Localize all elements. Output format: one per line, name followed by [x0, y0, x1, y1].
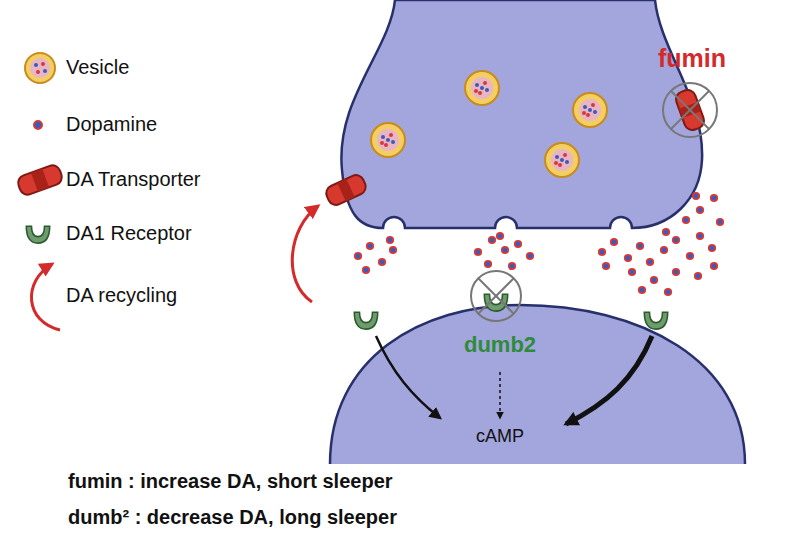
- dopamine-molecule: [665, 289, 671, 295]
- dopamine-molecule: [637, 243, 643, 249]
- weak-signal-arrow: [499, 372, 501, 418]
- presynaptic-terminal: [341, 0, 702, 228]
- dopamine-molecule: [647, 259, 653, 265]
- dopamine-molecule: [625, 255, 631, 261]
- dopamine-molecule: [695, 273, 701, 279]
- signal-arrow: [566, 336, 652, 424]
- dopamine-molecule: [673, 237, 679, 243]
- vesicle: [465, 71, 499, 105]
- dopamine-group: [355, 193, 723, 295]
- legend-label: DA Transporter: [66, 168, 201, 191]
- dopamine-molecule: [687, 253, 693, 259]
- vesicle: [573, 93, 607, 127]
- dopamine-molecule: [651, 277, 657, 283]
- signal-arrow: [376, 336, 440, 418]
- cell-outline: [328, 298, 752, 464]
- dopamine-molecule: [527, 253, 533, 259]
- dopamine-molecule: [367, 243, 373, 249]
- dopamine-molecule: [697, 233, 703, 239]
- dopamine-molecule: [502, 247, 508, 253]
- dopamine-molecule: [497, 233, 503, 239]
- dopamine-molecule: [489, 237, 495, 243]
- dopamine-molecule: [663, 229, 669, 235]
- legend-vesicle-icon: [25, 53, 55, 83]
- dopamine-molecule: [379, 259, 385, 265]
- note-line: dumb² : decrease DA, long sleeper: [68, 506, 397, 529]
- dopamine-molecule: [485, 261, 491, 267]
- vesicle: [371, 123, 405, 157]
- gene-label: dumb2: [464, 332, 536, 357]
- legend-label: Vesicle: [66, 56, 129, 79]
- dopamine-molecule: [599, 249, 605, 255]
- dopamine-molecule: [711, 263, 717, 269]
- dopamine-molecule: [673, 269, 679, 275]
- dopamine-molecule: [363, 267, 369, 273]
- dopamine-molecule: [683, 217, 689, 223]
- dopamine-molecule: [717, 219, 723, 225]
- legend-transporter-icon: [16, 163, 64, 197]
- receptor-symbol: [354, 312, 377, 329]
- dopamine-molecule: [475, 249, 481, 255]
- legend-label: DA recycling: [66, 284, 177, 307]
- dopamine-molecule: [711, 195, 717, 201]
- gene-label: fumin: [658, 44, 726, 73]
- dopamine-molecule: [639, 287, 645, 293]
- dopamine-molecule: [709, 245, 715, 251]
- knockout-cross: [663, 83, 717, 137]
- dopamine-molecule: [697, 207, 703, 213]
- legend-label: DA1 Receptor: [66, 222, 192, 245]
- postsynaptic-cell: cAMP: [328, 298, 752, 464]
- vesicle-group: [371, 71, 607, 177]
- legend-label: Dopamine: [66, 113, 157, 136]
- dopamine-molecule: [603, 263, 609, 269]
- knockout-cross: [471, 271, 521, 321]
- legend-recycling-arrow: [31, 264, 60, 330]
- receptor-symbol: [644, 312, 667, 329]
- transporter-symbol: [324, 172, 369, 207]
- dopamine-molecule: [661, 247, 667, 253]
- legend-receptor-icon: [26, 226, 49, 243]
- dopamine-molecule: [390, 247, 396, 253]
- dopamine-molecule: [509, 263, 515, 269]
- dopamine-molecule: [629, 269, 635, 275]
- vesicle: [545, 143, 579, 177]
- dopamine-molecule: [515, 241, 521, 247]
- dopamine-molecule: [355, 253, 361, 259]
- legend-dopamine-icon: [34, 121, 42, 129]
- dopamine-molecule: [387, 237, 393, 243]
- node-text: cAMP: [476, 426, 524, 447]
- recycling-arrow: [292, 206, 318, 302]
- note-line: fumin : increase DA, short sleeper: [68, 470, 393, 493]
- dopamine-molecule: [693, 193, 699, 199]
- dopamine-molecule: [611, 239, 617, 245]
